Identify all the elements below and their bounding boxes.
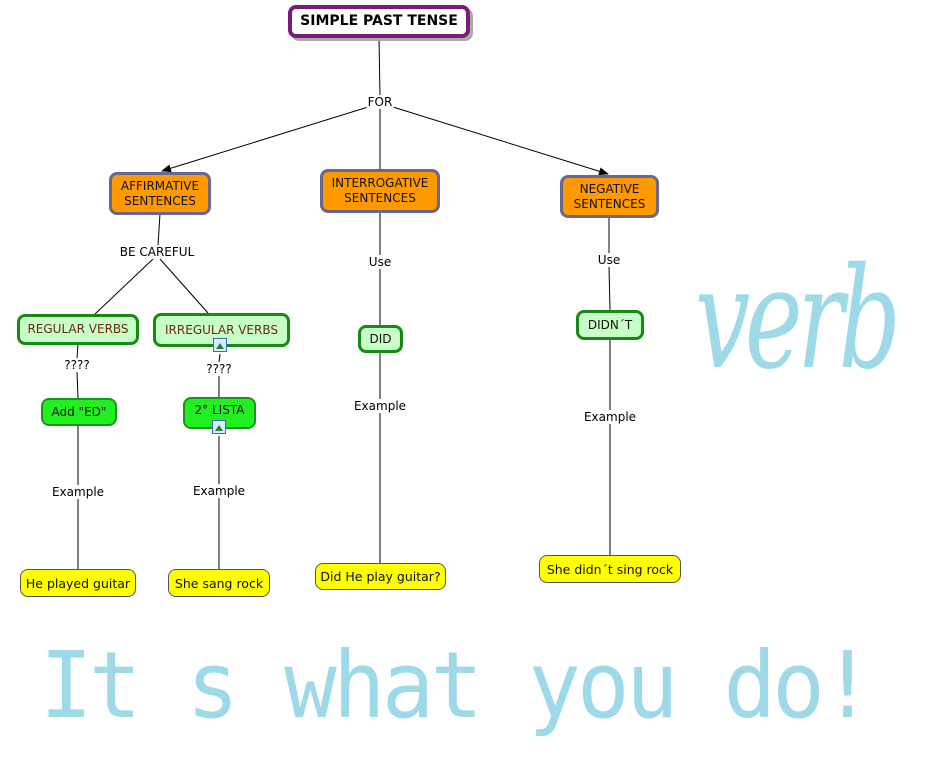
line-affirmative-becareful	[157, 213, 161, 246]
link-label-example[interactable]: Example	[50, 485, 106, 499]
image-resource-icon[interactable]	[212, 420, 226, 434]
link-label-use[interactable]: Use	[367, 255, 393, 269]
node-negative-sentences[interactable]: NEGATIVE SENTENCES	[560, 175, 659, 218]
node-she-didnt-sing-rock[interactable]: She didn´t sing rock	[539, 555, 681, 583]
line-for-affirmative	[161, 106, 369, 173]
line-use-didnt	[608, 266, 611, 311]
line-irregular-q	[218, 353, 221, 363]
link-label-for[interactable]: FOR	[366, 95, 394, 109]
line-becareful-regular	[94, 258, 154, 315]
link-label-use[interactable]: Use	[596, 253, 622, 267]
line-becareful-irregular	[159, 258, 209, 314]
node-regular-verbs[interactable]: REGULAR VERBS	[17, 314, 139, 345]
node-affirmative-sentences[interactable]: AFFIRMATIVE SENTENCES	[109, 172, 211, 215]
node-did-he-play-guitar[interactable]: Did He play guitar?	[315, 563, 446, 590]
link-label-question[interactable]: ????	[205, 362, 233, 376]
motto-watermark: It s what you do!	[40, 632, 874, 739]
node-didnt[interactable]: DIDN´T	[576, 310, 644, 340]
node-did[interactable]: DID	[358, 325, 403, 353]
link-label-be-careful[interactable]: BE CAREFUL	[118, 245, 196, 259]
node-he-played-guitar[interactable]: He played guitar	[20, 569, 136, 597]
node-she-sang-rock[interactable]: She sang rock	[168, 569, 270, 597]
link-label-question[interactable]: ????	[63, 358, 91, 372]
line-for-negative	[392, 106, 609, 176]
verb-watermark: verb	[695, 238, 901, 401]
node-simple-past-tense[interactable]: SIMPLE PAST TENSE	[288, 5, 470, 38]
node-add-ed[interactable]: Add "ED"	[41, 398, 117, 426]
line-q-added	[76, 371, 79, 399]
image-resource-icon[interactable]	[213, 338, 227, 352]
line-title-for	[378, 36, 381, 97]
link-label-example[interactable]: Example	[191, 484, 247, 498]
link-label-example[interactable]: Example	[582, 410, 638, 424]
link-label-example[interactable]: Example	[352, 399, 408, 413]
node-interrogative-sentences[interactable]: INTERROGATIVE SENTENCES	[320, 169, 440, 213]
line-regular-q	[76, 343, 79, 359]
